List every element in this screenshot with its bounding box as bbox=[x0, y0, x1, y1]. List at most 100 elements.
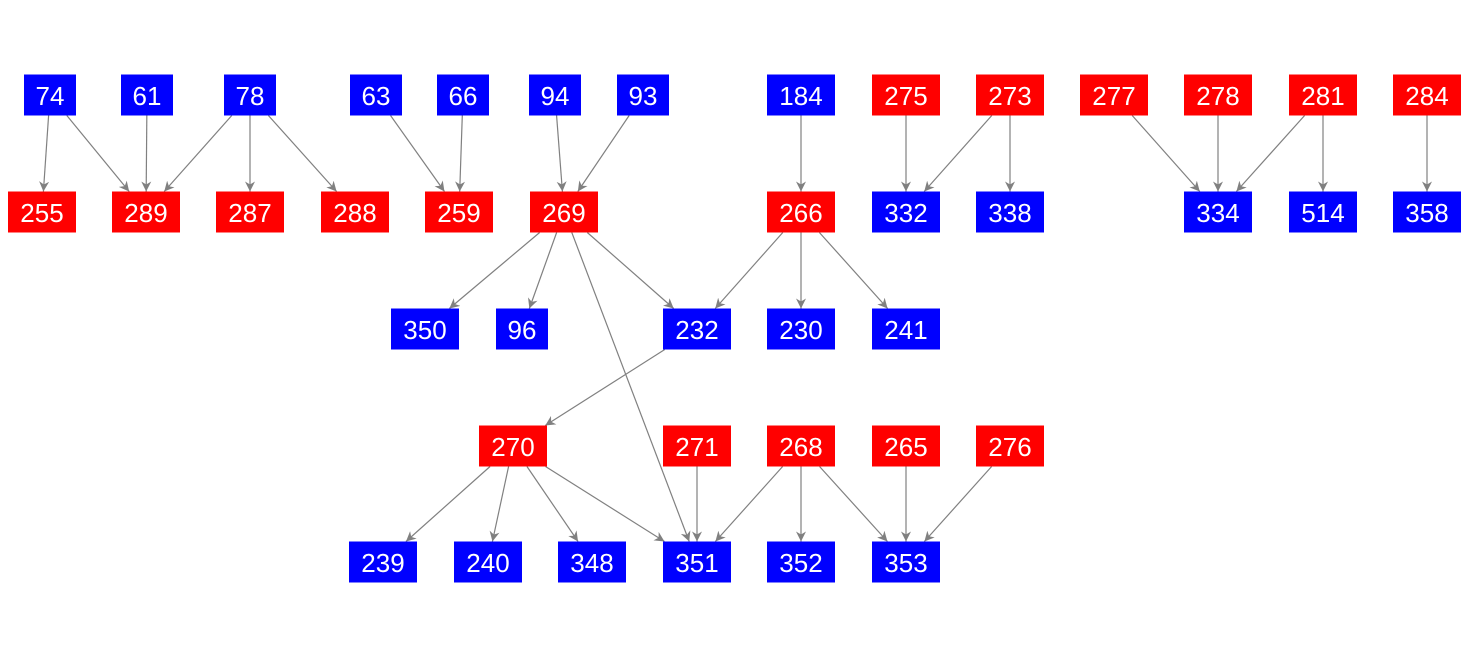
node-94[interactable]: 94 bbox=[529, 74, 581, 116]
node-label: 353 bbox=[884, 548, 927, 578]
edge-281-to-334 bbox=[1235, 115, 1306, 192]
node-184[interactable]: 184 bbox=[767, 74, 835, 116]
node-box bbox=[663, 308, 731, 350]
node-label: 63 bbox=[362, 81, 391, 111]
node-box bbox=[872, 191, 940, 233]
node-label: 358 bbox=[1405, 198, 1448, 228]
node-box bbox=[350, 74, 402, 116]
node-box bbox=[1289, 74, 1357, 116]
node-box bbox=[349, 541, 417, 583]
node-271[interactable]: 271 bbox=[663, 425, 731, 467]
node-label: 268 bbox=[779, 432, 822, 462]
node-box bbox=[454, 541, 522, 583]
node-61[interactable]: 61 bbox=[121, 74, 173, 116]
node-63[interactable]: 63 bbox=[350, 74, 402, 116]
node-label: 514 bbox=[1301, 198, 1344, 228]
node-265[interactable]: 265 bbox=[872, 425, 940, 467]
node-96[interactable]: 96 bbox=[496, 308, 548, 350]
node-label: 270 bbox=[491, 432, 534, 462]
node-276[interactable]: 276 bbox=[976, 425, 1044, 467]
node-241[interactable]: 241 bbox=[872, 308, 940, 350]
node-box bbox=[872, 308, 940, 350]
node-box bbox=[767, 191, 835, 233]
node-332[interactable]: 332 bbox=[872, 191, 940, 233]
node-label: 269 bbox=[542, 198, 585, 228]
node-351[interactable]: 351 bbox=[663, 541, 731, 583]
node-label: 239 bbox=[361, 548, 404, 578]
node-348[interactable]: 348 bbox=[558, 541, 626, 583]
node-box bbox=[663, 541, 731, 583]
node-255[interactable]: 255 bbox=[8, 191, 76, 233]
node-352[interactable]: 352 bbox=[767, 541, 835, 583]
edge-276-to-353 bbox=[923, 466, 993, 542]
node-78[interactable]: 78 bbox=[224, 74, 276, 116]
edge-66-to-259 bbox=[455, 115, 466, 192]
edge-94-to-269 bbox=[555, 115, 567, 192]
node-338[interactable]: 338 bbox=[976, 191, 1044, 233]
edge-93-to-269 bbox=[577, 115, 630, 192]
edge-266-to-232 bbox=[714, 232, 784, 309]
node-label: 275 bbox=[884, 81, 927, 111]
node-240[interactable]: 240 bbox=[454, 541, 522, 583]
node-label: 94 bbox=[541, 81, 570, 111]
node-278[interactable]: 278 bbox=[1184, 74, 1252, 116]
node-275[interactable]: 275 bbox=[872, 74, 940, 116]
node-box bbox=[872, 541, 940, 583]
edge-78-to-289 bbox=[163, 115, 233, 192]
edge-270-to-351 bbox=[545, 465, 665, 543]
edge-270-to-348 bbox=[526, 466, 579, 542]
node-239[interactable]: 239 bbox=[349, 541, 417, 583]
node-277[interactable]: 277 bbox=[1080, 74, 1148, 116]
node-289[interactable]: 289 bbox=[112, 191, 180, 233]
node-268[interactable]: 268 bbox=[767, 425, 835, 467]
node-box bbox=[321, 191, 389, 233]
node-box bbox=[391, 308, 459, 350]
edge-232-to-270 bbox=[544, 348, 666, 427]
node-284[interactable]: 284 bbox=[1393, 74, 1461, 116]
node-334[interactable]: 334 bbox=[1184, 191, 1252, 233]
node-label: 351 bbox=[675, 548, 718, 578]
node-box bbox=[663, 425, 731, 467]
node-358[interactable]: 358 bbox=[1393, 191, 1461, 233]
edge-269-to-232 bbox=[586, 232, 675, 309]
node-259[interactable]: 259 bbox=[425, 191, 493, 233]
node-box bbox=[558, 541, 626, 583]
node-label: 284 bbox=[1405, 81, 1448, 111]
edge-269-to-96 bbox=[528, 232, 558, 309]
node-270[interactable]: 270 bbox=[479, 425, 547, 467]
node-label: 241 bbox=[884, 315, 927, 345]
node-box bbox=[425, 191, 493, 233]
node-label: 348 bbox=[570, 548, 613, 578]
node-label: 350 bbox=[403, 315, 446, 345]
node-box bbox=[121, 74, 173, 116]
node-box bbox=[1393, 74, 1461, 116]
node-93[interactable]: 93 bbox=[617, 74, 669, 116]
node-281[interactable]: 281 bbox=[1289, 74, 1357, 116]
node-label: 288 bbox=[333, 198, 376, 228]
node-230[interactable]: 230 bbox=[767, 308, 835, 350]
node-label: 338 bbox=[988, 198, 1031, 228]
node-514[interactable]: 514 bbox=[1289, 191, 1357, 233]
node-box bbox=[1080, 74, 1148, 116]
node-350[interactable]: 350 bbox=[391, 308, 459, 350]
node-269[interactable]: 269 bbox=[530, 191, 598, 233]
node-label: 276 bbox=[988, 432, 1031, 462]
node-box bbox=[1184, 74, 1252, 116]
edges bbox=[39, 115, 1432, 543]
edge-270-to-240 bbox=[489, 466, 510, 542]
node-266[interactable]: 266 bbox=[767, 191, 835, 233]
node-287[interactable]: 287 bbox=[216, 191, 284, 233]
node-74[interactable]: 74 bbox=[24, 74, 76, 116]
node-288[interactable]: 288 bbox=[321, 191, 389, 233]
node-box bbox=[224, 74, 276, 116]
node-box bbox=[976, 74, 1044, 116]
node-label: 271 bbox=[675, 432, 718, 462]
node-232[interactable]: 232 bbox=[663, 308, 731, 350]
node-353[interactable]: 353 bbox=[872, 541, 940, 583]
node-273[interactable]: 273 bbox=[976, 74, 1044, 116]
edge-266-to-241 bbox=[818, 232, 889, 309]
node-label: 287 bbox=[228, 198, 271, 228]
node-box bbox=[872, 74, 940, 116]
node-66[interactable]: 66 bbox=[437, 74, 489, 116]
